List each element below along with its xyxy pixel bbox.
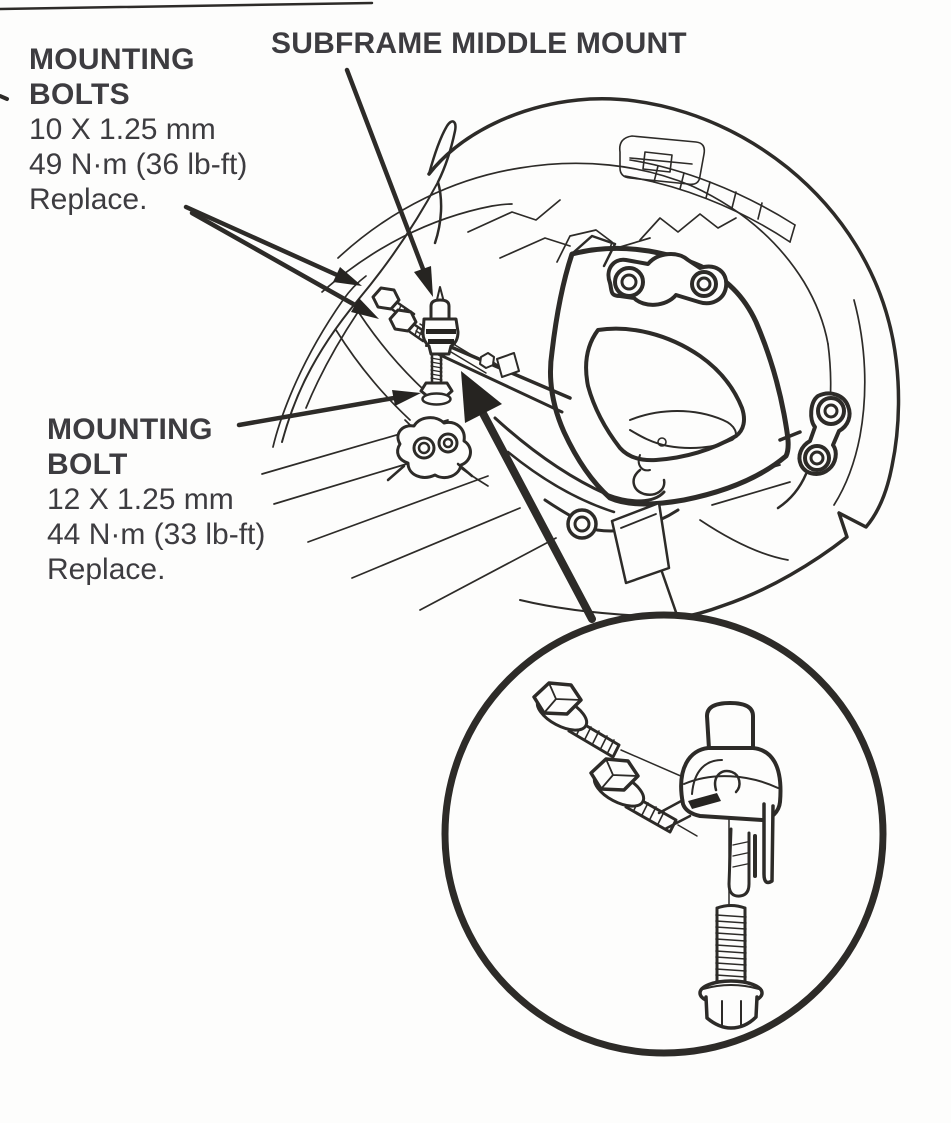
bumper-outline (281, 97, 901, 620)
lower-bracket (386, 416, 474, 482)
callout-mounting-bolt: MOUNTING BOLT 12 X 1.25 mm 44 N·m (33 lb… (47, 412, 265, 587)
callout-line: MOUNTING (29, 43, 195, 76)
lower-arm (493, 416, 680, 540)
figure-title: SUBFRAME MIDDLE MOUNT (271, 27, 687, 60)
mount-bracket (421, 298, 460, 356)
leader-arrows (183, 67, 596, 623)
leader-mounting-bolts-a (183, 204, 362, 286)
callout-torque: 49 N·m (36 lb-ft) (29, 148, 248, 181)
ball-joint (566, 508, 598, 540)
mount-bolt-12mm (419, 352, 454, 406)
inset-circle (441, 611, 887, 1057)
detail-inset (441, 611, 887, 1057)
inset-mount-bracket (657, 701, 783, 898)
right-link-arm (776, 391, 852, 510)
callout-note: Replace. (47, 553, 166, 586)
callout-line: BOLT (47, 448, 128, 481)
callout-note: Replace. (29, 183, 148, 216)
callout-line: BOLTS (29, 78, 130, 111)
callout-spec: 12 X 1.25 mm (47, 483, 234, 516)
leader-mounting-bolts-b (189, 210, 379, 319)
leader-mounting-bolt-12 (236, 390, 421, 428)
callout-torque: 44 N·m (33 lb-ft) (47, 518, 266, 551)
middle-mount-assembly (371, 286, 520, 406)
inset-bolt-12mm (698, 904, 764, 1030)
callout-mounting-bolts: MOUNTING BOLTS 10 X 1.25 mm 49 N·m (36 l… (29, 42, 247, 217)
callout-spec: 10 X 1.25 mm (29, 113, 216, 146)
frame-studs (479, 352, 520, 378)
fender-edge (427, 120, 457, 245)
bumper-flap (610, 501, 671, 585)
subframe (436, 245, 791, 507)
torque-rod (572, 234, 729, 307)
scan-artifacts (0, 1, 374, 101)
leader-detail-inset (461, 371, 596, 623)
inset-bolt-10mm-a (532, 681, 621, 759)
leader-subframe-middle-mount (344, 67, 433, 297)
callout-line: MOUNTING (47, 413, 213, 446)
grille-details (618, 135, 796, 243)
